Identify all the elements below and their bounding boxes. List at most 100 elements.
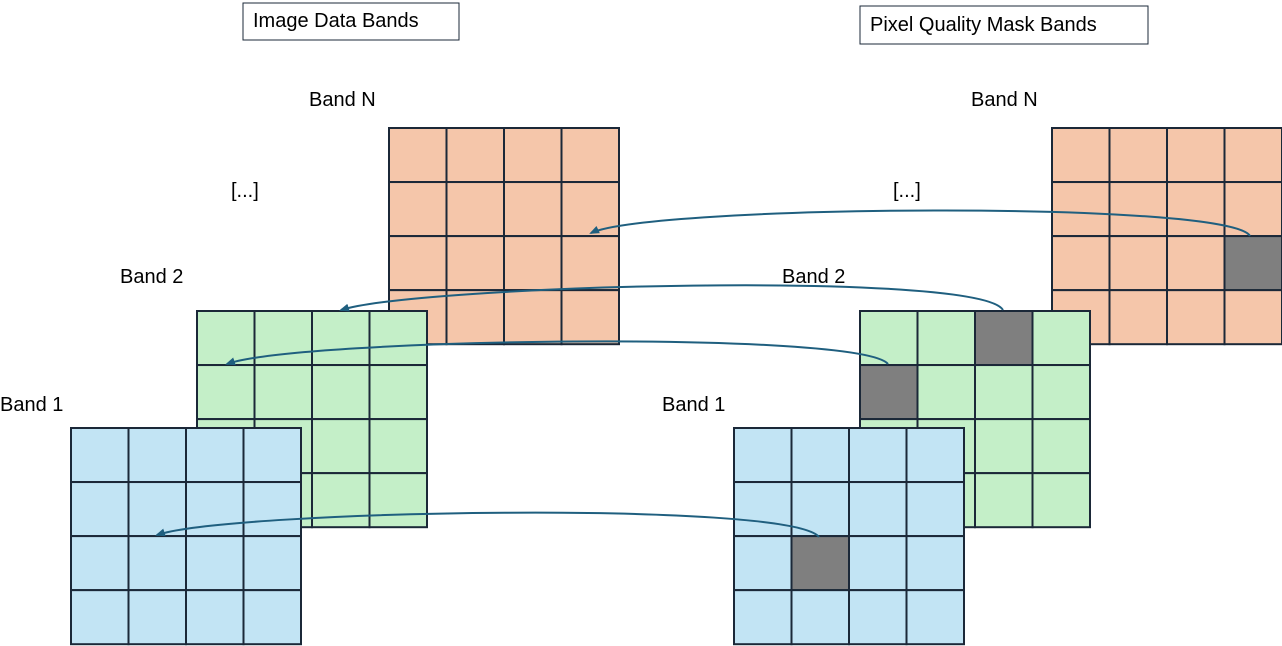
pixel-cell <box>1166 235 1226 292</box>
pixel-cell <box>368 472 428 529</box>
pixel-cell <box>848 589 908 646</box>
pixel-cell <box>1108 289 1168 346</box>
pixel-cell <box>848 535 908 592</box>
pixel-cell <box>1108 235 1168 292</box>
masked-pixel-cell <box>1223 235 1282 292</box>
image-data-title-box: Image Data Bands <box>242 2 460 41</box>
pixel-cell <box>388 181 448 238</box>
pixel-cell <box>70 589 130 646</box>
pixel-cell <box>70 481 130 538</box>
pixel-cell <box>974 418 1034 475</box>
pixel-cell <box>1051 181 1111 238</box>
pixel-cell <box>388 235 448 292</box>
pixel-cell <box>1051 127 1111 184</box>
pixel-quality-title-box: Pixel Quality Mask Bands <box>859 5 1149 45</box>
pixel-cell <box>905 589 965 646</box>
pixel-cell <box>70 427 130 484</box>
image-band-n-grid <box>388 127 620 346</box>
band-n-label-left: Band N <box>309 89 376 111</box>
pixel-cell <box>196 364 256 421</box>
pixel-cell <box>905 535 965 592</box>
pixel-cell <box>848 481 908 538</box>
pixel-cell <box>790 589 850 646</box>
pixel-cell <box>1031 418 1091 475</box>
pixel-cell <box>733 481 793 538</box>
ellipsis-label-left: [...] <box>231 180 259 202</box>
pixel-cell <box>127 481 187 538</box>
masked-pixel-cell <box>974 310 1034 367</box>
pixel-cell <box>368 310 428 367</box>
pixel-cell <box>127 427 187 484</box>
pixel-cell <box>242 481 302 538</box>
pixel-cell <box>388 127 448 184</box>
pixel-cell <box>368 418 428 475</box>
pixel-cell <box>503 181 563 238</box>
pixel-cell <box>859 310 919 367</box>
pixel-cell <box>1108 127 1168 184</box>
pixel-cell <box>1031 310 1091 367</box>
ellipsis-label-right: [...] <box>893 180 921 202</box>
pixel-cell <box>311 310 371 367</box>
pixel-cell <box>1031 364 1091 421</box>
band-1-label-right: Band 1 <box>662 394 725 416</box>
pixel-cell <box>1108 181 1168 238</box>
pixel-cell <box>311 364 371 421</box>
pixel-cell <box>196 310 256 367</box>
pixel-cell <box>733 535 793 592</box>
pixel-cell <box>848 427 908 484</box>
pixel-cell <box>560 235 620 292</box>
pixel-cell <box>253 364 313 421</box>
band-2-label-left: Band 2 <box>120 266 183 288</box>
pixel-cell <box>445 127 505 184</box>
arrow-band-2-left <box>225 340 889 366</box>
pixel-cell <box>1166 289 1226 346</box>
pixel-cell <box>185 427 245 484</box>
pixel-cell <box>242 535 302 592</box>
band-n-label-right: Band N <box>971 89 1038 111</box>
pixel-cell <box>445 235 505 292</box>
arrow-band-n <box>589 209 1251 237</box>
band-1-label-left: Band 1 <box>0 394 63 416</box>
pixel-quality-title: Pixel Quality Mask Bands <box>870 14 1097 36</box>
pixel-cell <box>974 472 1034 529</box>
pixel-cell <box>185 535 245 592</box>
pixel-cell <box>905 427 965 484</box>
arrow-band-1 <box>155 511 820 538</box>
pixel-cell <box>916 310 976 367</box>
pixel-cell <box>733 589 793 646</box>
pixel-cell <box>790 481 850 538</box>
pixel-cell <box>1223 127 1282 184</box>
arrow-band-2-top <box>339 284 1004 312</box>
pixel-cell <box>242 427 302 484</box>
pixel-cell <box>974 364 1034 421</box>
pixel-cell <box>1166 127 1226 184</box>
masked-pixel-cell <box>859 364 919 421</box>
pixel-cell <box>1031 472 1091 529</box>
pixel-cell <box>503 235 563 292</box>
pixel-cell <box>70 535 130 592</box>
pixel-cell <box>560 289 620 346</box>
band-2-label-right: Band 2 <box>782 266 845 288</box>
pixel-cell <box>185 589 245 646</box>
pixel-cell <box>1223 289 1282 346</box>
pixel-cell <box>368 364 428 421</box>
image-data-title: Image Data Bands <box>253 10 419 32</box>
pixel-cell <box>916 364 976 421</box>
masked-pixel-cell <box>790 535 850 592</box>
pixel-cell <box>1166 181 1226 238</box>
pixel-cell <box>905 481 965 538</box>
pixel-cell <box>445 181 505 238</box>
pixel-cell <box>503 127 563 184</box>
mask-arrows <box>155 209 1251 538</box>
pixel-cell <box>503 289 563 346</box>
pixel-cell <box>127 589 187 646</box>
pixel-cell <box>1051 235 1111 292</box>
pixel-cell <box>311 472 371 529</box>
pixel-cell <box>733 427 793 484</box>
pixel-cell <box>790 427 850 484</box>
mask-band-1-grid <box>733 427 965 646</box>
pixel-cell <box>560 127 620 184</box>
pixel-cell <box>127 535 187 592</box>
pixel-cell <box>445 289 505 346</box>
